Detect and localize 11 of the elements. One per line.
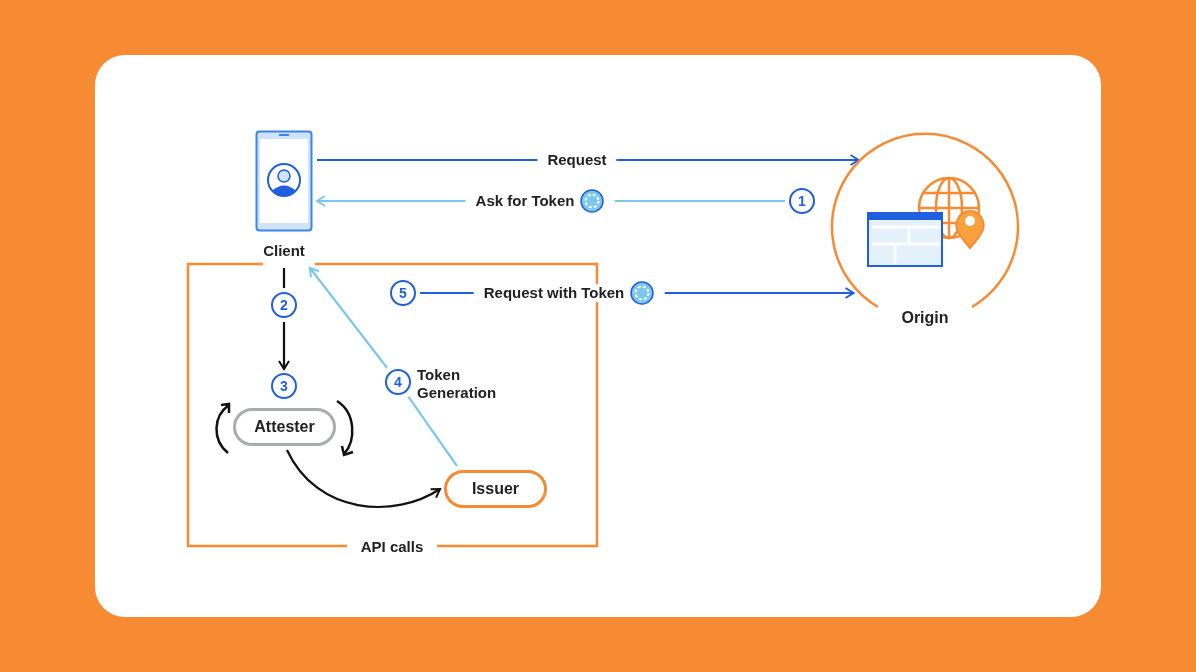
arrow <box>309 267 388 369</box>
arrow <box>278 322 290 370</box>
step-caption: Token Generation <box>417 366 498 402</box>
node-label: Issuer <box>471 480 520 498</box>
node-label: Client <box>263 242 305 260</box>
process-pill <box>233 408 336 446</box>
arrow <box>286 449 441 508</box>
node-label: Attester <box>254 418 315 436</box>
group-label: API calls <box>360 538 424 556</box>
process-pill <box>444 470 547 508</box>
node-label: Origin <box>900 309 950 327</box>
